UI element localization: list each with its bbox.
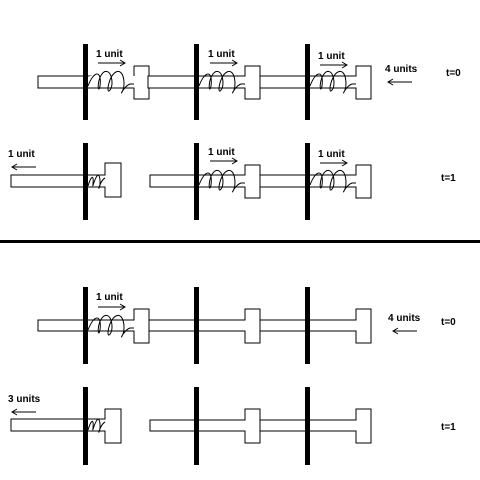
time-label-t1: t=1 [441, 422, 456, 433]
arrow-right-icon [98, 59, 126, 67]
rod-head [38, 65, 150, 100]
rod-with-head [10, 162, 122, 198]
label-1-unit: 1 unit [96, 49, 123, 60]
label-1-unit: 1 unit [318, 149, 345, 160]
time-label-t1: t=1 [441, 173, 456, 184]
label-1-unit: 1 unit [96, 292, 123, 303]
label-1-unit: 1 unit [208, 147, 235, 158]
arrow-right-icon [210, 157, 238, 165]
rod-with-head [259, 65, 372, 100]
label-4-units: 4 units [385, 64, 418, 75]
rod-with-head [259, 164, 372, 199]
rod-with-head [259, 308, 372, 344]
wall-2 [194, 44, 199, 120]
rod-with-head [149, 164, 261, 199]
wall-3 [305, 143, 310, 220]
arrow-left-icon [11, 408, 36, 416]
spring-2 [198, 70, 245, 94]
label-3-units: 3 units [8, 394, 41, 405]
wall-1 [83, 287, 88, 364]
rod-with-head [259, 408, 372, 444]
wall-1 [83, 143, 88, 220]
spring-1 [87, 314, 134, 338]
label-1-unit: 1 unit [318, 51, 345, 62]
arrow-right-icon [210, 59, 238, 67]
arrow-right-icon [98, 303, 126, 311]
label-1-unit: 1 unit [8, 149, 35, 160]
compressed-spring [87, 174, 106, 189]
label-4-units: 4 units [388, 313, 421, 324]
spring-3 [309, 169, 356, 193]
wall-2 [194, 143, 199, 220]
wall-3 [305, 287, 310, 364]
top-row-t1: 1 unit 1 unit 1 unit t=1 [8, 143, 456, 220]
arrow-left-icon [392, 327, 417, 335]
arrow-left-icon [11, 163, 36, 171]
top-panel: 1 unit 1 unit 1 unit 4 units t=0 1 unit … [8, 44, 461, 220]
section-divider [0, 240, 480, 243]
rod-assembly-1 [37, 65, 150, 100]
arrow-right-icon [320, 159, 348, 167]
bottom-panel: 1 unit 4 units t=0 3 units t=1 [8, 287, 456, 465]
rod-with-head [149, 408, 261, 444]
wall-3 [305, 44, 310, 120]
rod-assembly-2 [147, 65, 261, 100]
bottom-row-t0: 1 unit 4 units t=0 [37, 287, 456, 364]
rod-with-head [147, 65, 261, 100]
compressed-spring [87, 418, 106, 433]
wall-2 [194, 387, 199, 465]
time-label-t0: t=0 [446, 68, 461, 79]
bottom-row-t1: 3 units t=1 [8, 387, 456, 465]
arrow-right-icon [320, 61, 348, 69]
wall-3 [305, 387, 310, 465]
rod-with-head [148, 308, 261, 344]
rod-with-head [37, 308, 150, 344]
arrow-left-icon [387, 78, 412, 86]
rod-with-head [10, 408, 122, 444]
rod-assembly-3 [259, 65, 372, 100]
label-1-unit: 1 unit [208, 49, 235, 60]
spring-1 [87, 70, 134, 94]
spring-2 [198, 169, 245, 193]
wall-2 [194, 287, 199, 364]
top-row-t0: 1 unit 1 unit 1 unit 4 units t=0 [37, 44, 461, 120]
wall-1 [83, 387, 88, 465]
wall-1 [83, 44, 88, 120]
time-label-t0: t=0 [441, 317, 456, 328]
spring-3 [309, 70, 356, 94]
